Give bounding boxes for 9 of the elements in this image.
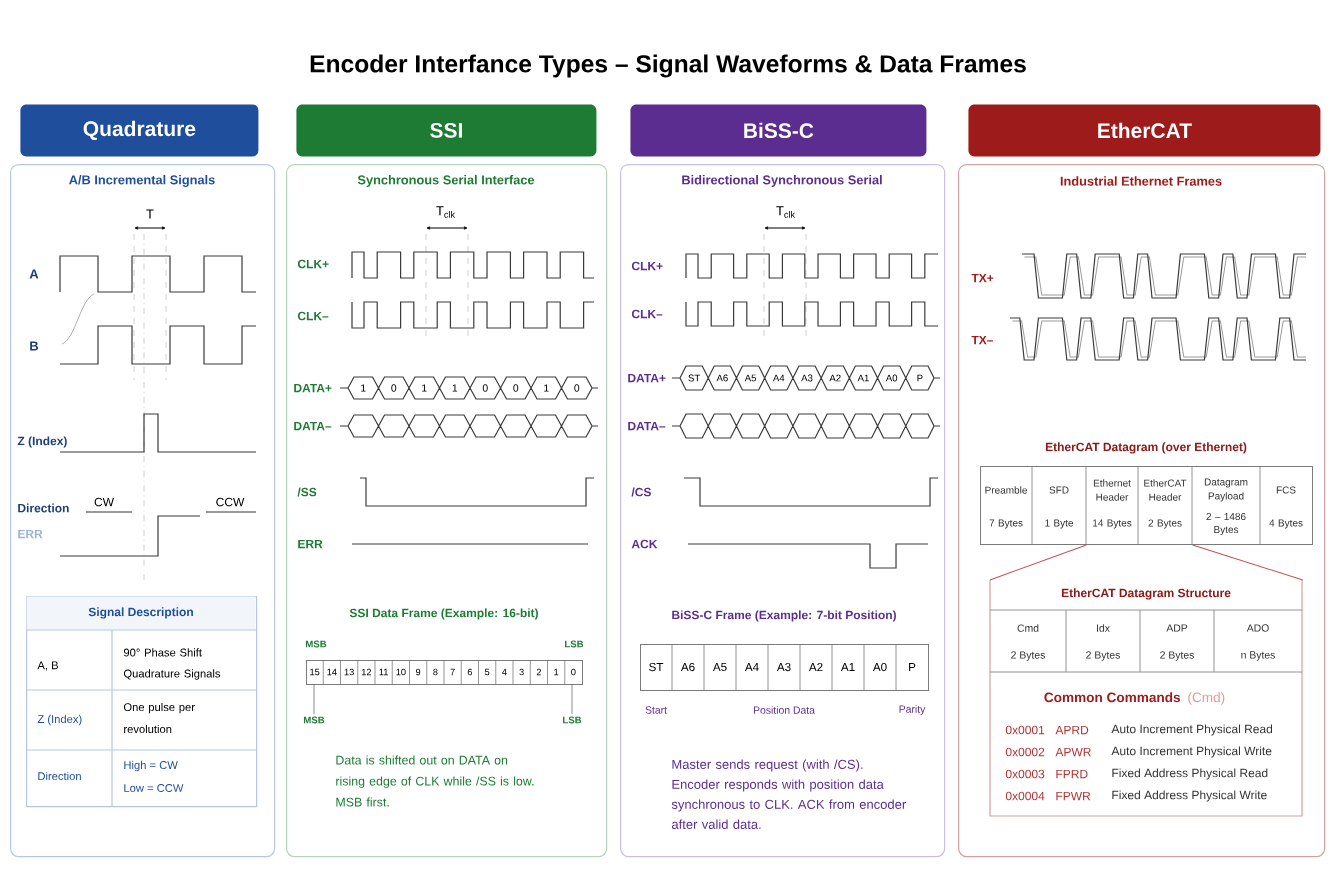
expansion-line [1192,544,1304,581]
leader-line [313,684,315,715]
header-band: EtherCAT [968,104,1321,157]
header-band: Quadrature [20,104,259,157]
leader-line [571,684,573,715]
header-band: SSI [296,104,597,157]
title: Encoder Interfance Types – Signal Waveforms & Data Frames [310,54,1026,78]
header-band: BiSS-C [630,104,927,157]
expansion-line [989,544,1087,581]
